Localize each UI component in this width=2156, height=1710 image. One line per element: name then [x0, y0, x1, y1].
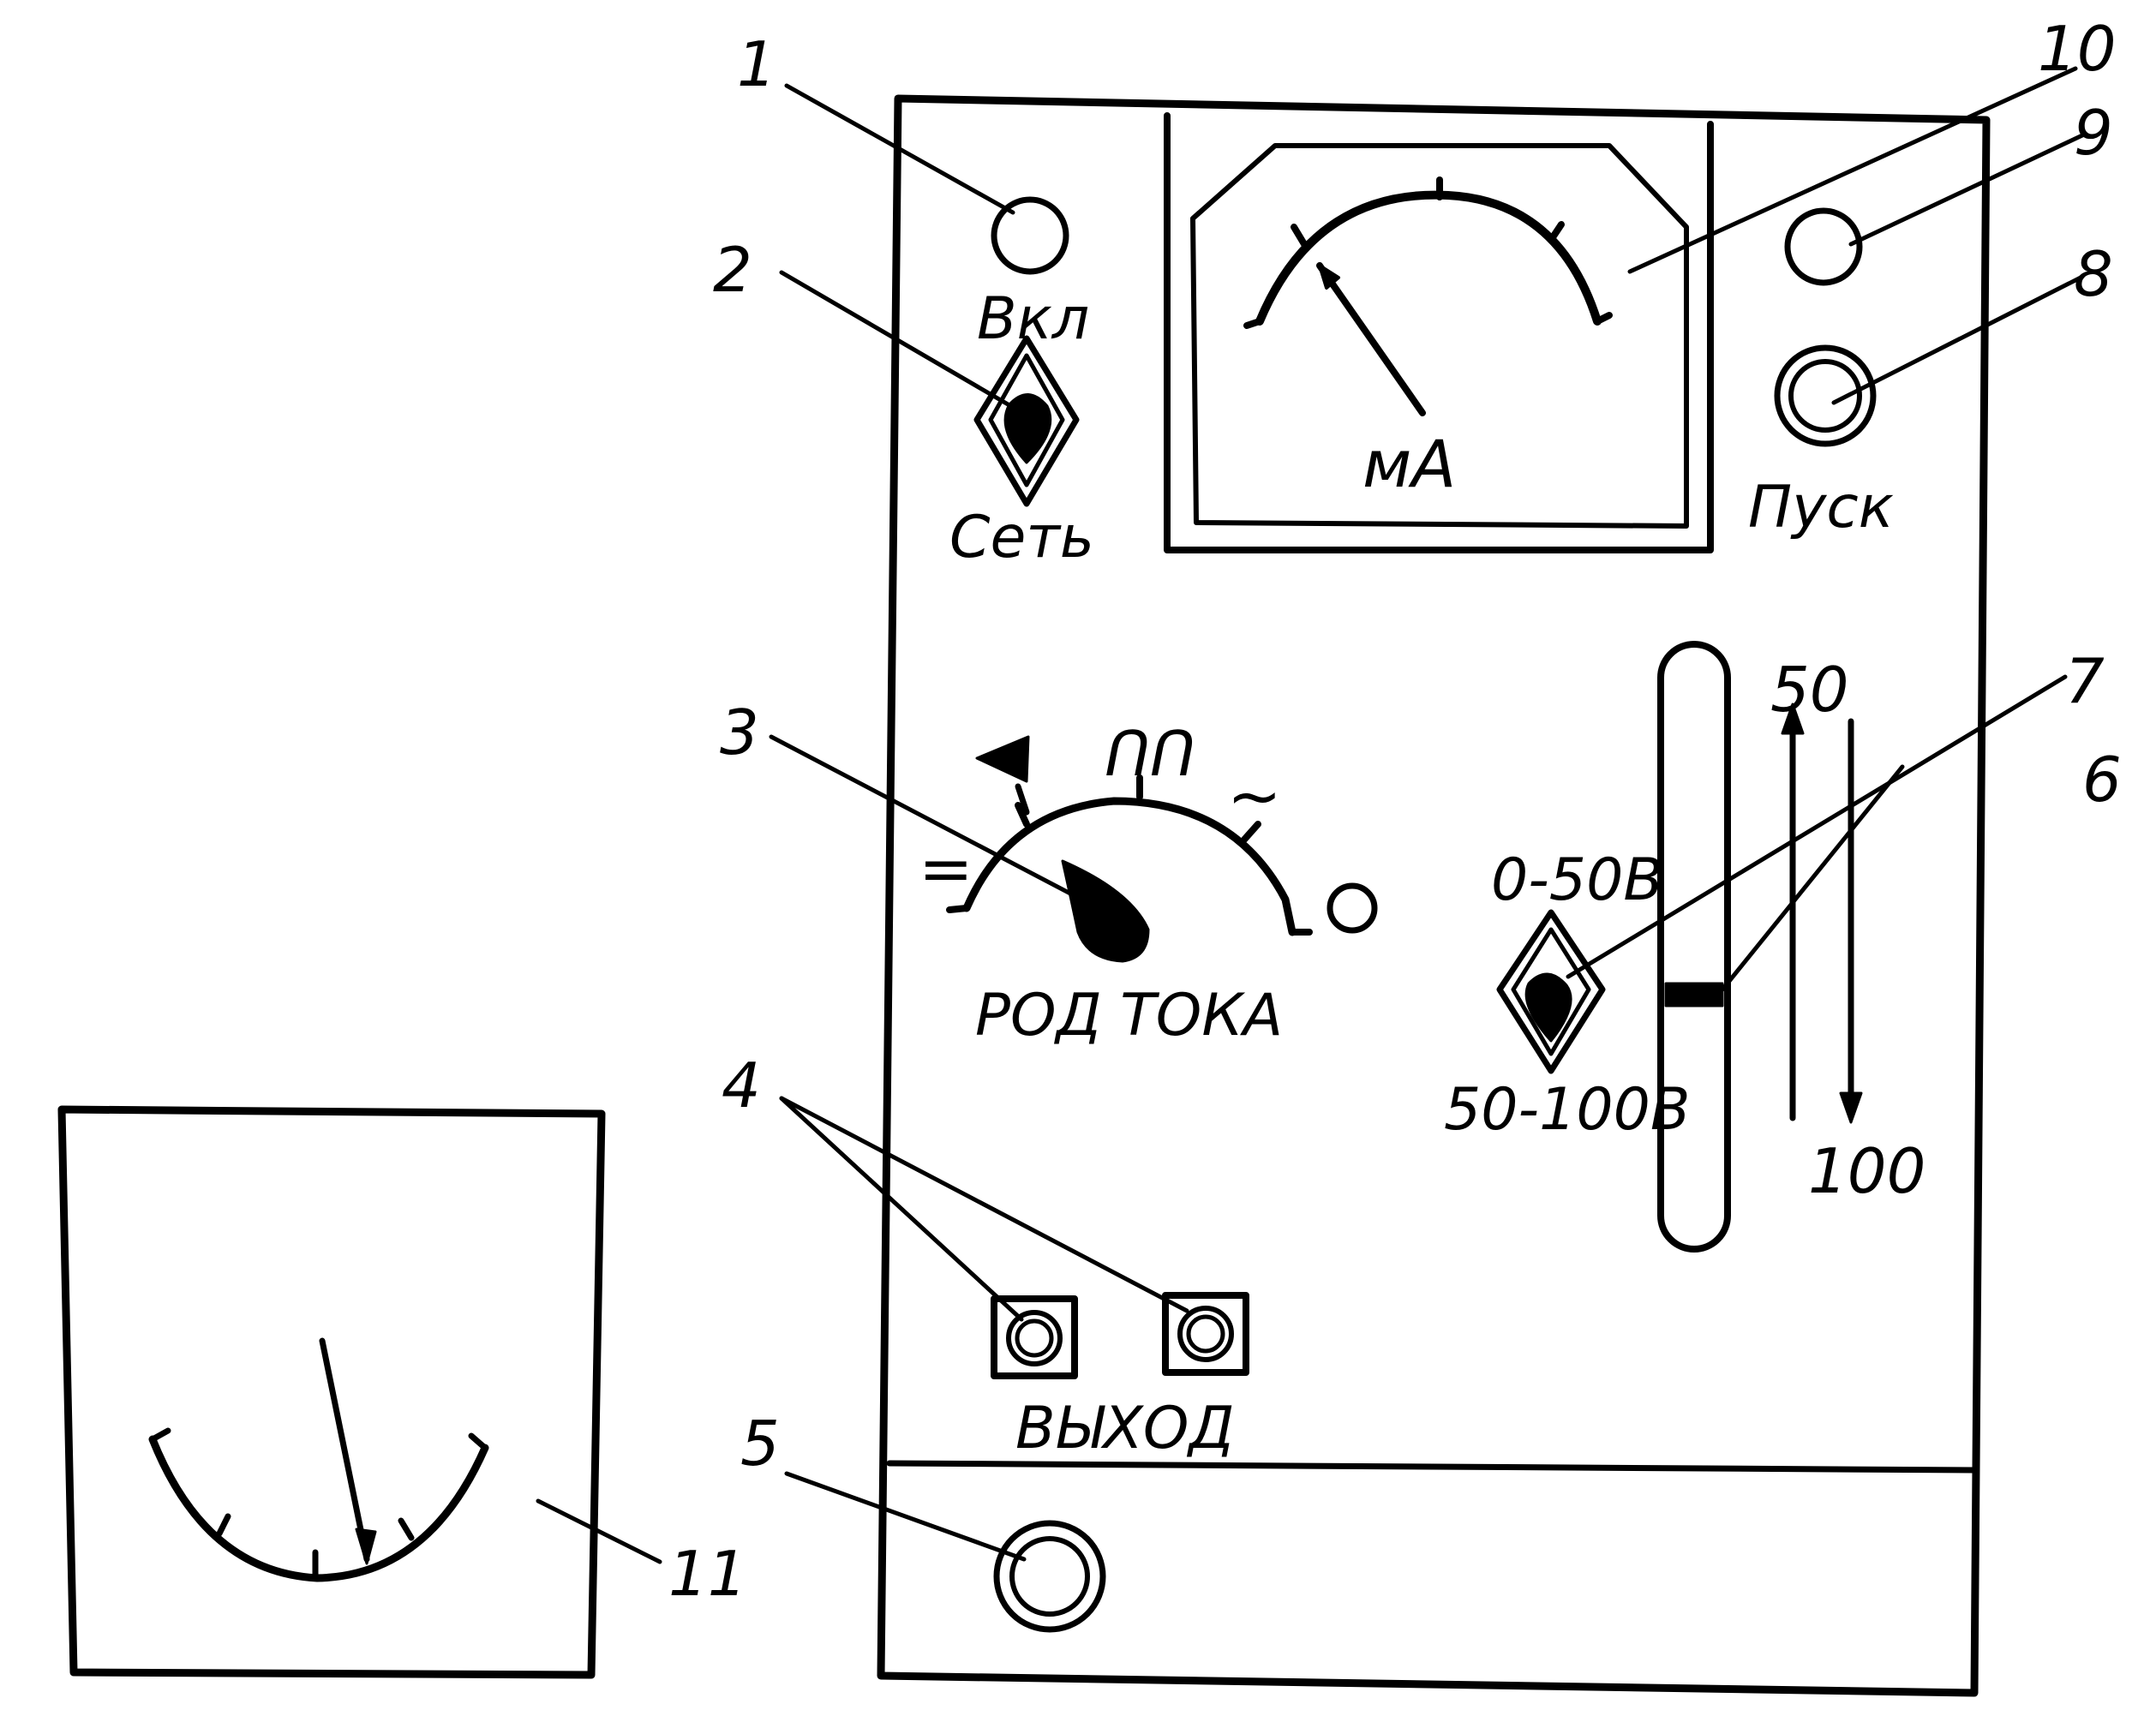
unit-ma-label: мА: [1362, 426, 1456, 502]
callout-6: 6: [2082, 744, 2122, 816]
callout-1: 1: [737, 28, 776, 100]
external-meter-needle: [319, 1337, 370, 1563]
voltage-range-switch[interactable]: [1496, 909, 1606, 1074]
start-button[interactable]: [1774, 344, 1877, 447]
scale-bottom-value: 100: [1808, 1135, 1925, 1207]
callout-5: 5: [740, 1408, 780, 1480]
power-indicator-lamp: [991, 196, 1069, 275]
callout-7: 7: [2065, 645, 2105, 717]
start-label: Пуск: [1748, 474, 1894, 541]
output-label: ВЫХОД: [1015, 1395, 1235, 1462]
callout-11: 11: [668, 1538, 747, 1610]
output-terminal-left[interactable]: [991, 1295, 1078, 1379]
callout-10: 10: [2038, 13, 2117, 85]
callout-3: 3: [720, 697, 759, 768]
scale-top-value: 50: [1770, 654, 1849, 726]
current-type-label: РОД ТОКА: [975, 982, 1283, 1049]
panel-bottom-divider: [886, 1460, 1979, 1474]
callout-9: 9: [2074, 97, 2113, 169]
current-type-knob[interactable]: [1061, 859, 1150, 963]
milliammeter: мА: [1164, 112, 1714, 553]
voltage-regulator-slot: [1657, 641, 1731, 1253]
single-pulse-symbol: [975, 735, 1030, 783]
callout-numbers: 1 2 3 4 5 6 7 8 9 10 11: [668, 13, 2122, 1610]
mains-label: Сеть: [949, 504, 1094, 571]
external-meter: [57, 1105, 606, 1679]
ready-indicator-lamp: [1784, 207, 1863, 286]
voltage-regulator-slider[interactable]: [1664, 982, 1724, 1007]
range-low-label: 0-50В: [1491, 846, 1663, 914]
callout-8: 8: [2074, 238, 2113, 310]
pulse-leader: [1015, 783, 1030, 816]
output-terminal-right[interactable]: [1162, 1292, 1249, 1376]
callout-4: 4: [722, 1049, 761, 1121]
milliammeter-needle: [1316, 262, 1426, 416]
ac-symbol: ~: [1227, 757, 1282, 834]
off-position-marker: [1327, 882, 1378, 934]
panel-outline: [877, 94, 1991, 1697]
mains-switch[interactable]: [973, 335, 1080, 507]
dc-symbol: =: [919, 830, 973, 906]
power-on-label: Вкл: [977, 285, 1089, 353]
current-type-selector[interactable]: = ՈՈ ~: [919, 718, 1378, 963]
milliammeter-scale-arc: [1255, 190, 1602, 326]
electrode-connector[interactable]: [993, 1520, 1106, 1633]
callout-2: 2: [713, 234, 752, 306]
external-meter-scale-arc: [148, 1435, 489, 1582]
callout-leaders: [536, 66, 2085, 1564]
current-type-scale-arc: [962, 797, 1297, 936]
range-high-label: 50-100В: [1444, 1076, 1691, 1144]
pulse-series-symbol: ՈՈ: [1105, 718, 1195, 790]
